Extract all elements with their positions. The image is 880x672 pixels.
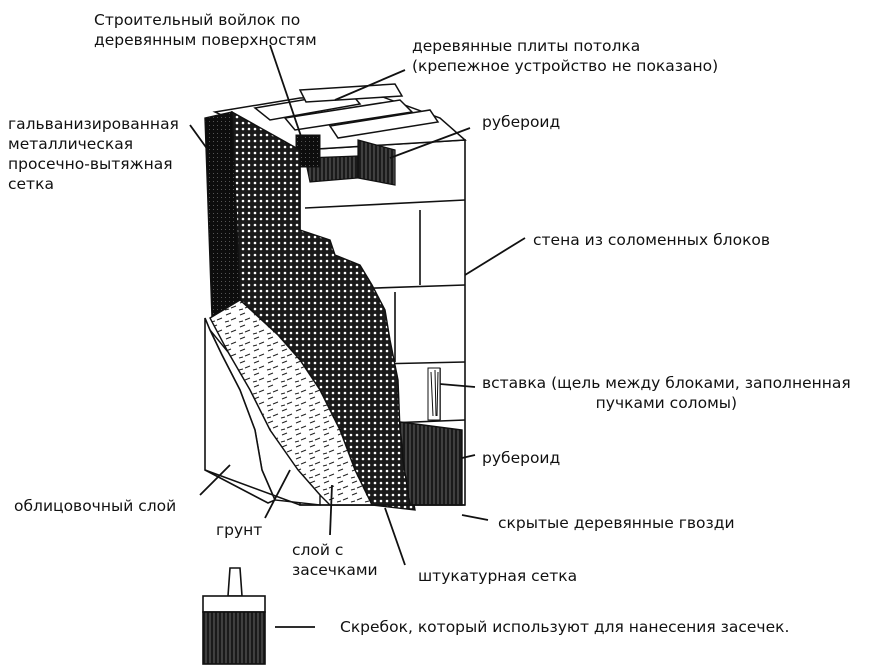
label-line: слой с — [292, 541, 344, 559]
label-line: сетка — [8, 175, 54, 193]
label-roofing-bottom: рубероид — [482, 449, 561, 467]
label-line: (крепежное устройство не показано) — [412, 57, 719, 75]
label-facing-layer: облицовочный слой — [14, 497, 177, 515]
label-plaster-mesh: штукатурная сетка — [418, 567, 578, 585]
scraper-tool-icon — [202, 567, 266, 665]
label-line: пучками соломы) — [595, 394, 738, 412]
label-line: Строительный войлок по — [94, 11, 301, 29]
label-scraper: Скребок, который используют для нанесени… — [340, 618, 790, 636]
label-line: металлическая — [8, 135, 134, 153]
label-line: засечками — [292, 561, 378, 579]
leader-lines — [189, 44, 526, 628]
roofing-strip-bottom — [399, 421, 463, 506]
label-line: просечно-вытяжная — [8, 155, 173, 173]
label-ceiling-boards: деревянные плиты потолка (крепежное устр… — [412, 36, 718, 76]
label-scratch-layer: слой с засечками — [292, 540, 378, 580]
label-galvanized-mesh: гальванизированная металлическая просечн… — [8, 114, 179, 194]
label-roofing-top: рубероид — [482, 113, 561, 131]
label-straw-wall: стена из соломенных блоков — [533, 231, 771, 249]
label-building-felt: Строительный войлок по деревянным поверх… — [94, 10, 317, 50]
label-line: деревянным поверхностям — [94, 31, 317, 49]
label-hidden-nails: скрытые деревянные гвозди — [498, 514, 735, 532]
label-line: деревянные плиты потолка — [412, 37, 641, 55]
label-line: гальванизированная — [8, 115, 179, 133]
label-insert: вставка (щель между блоками, заполненная… — [482, 373, 851, 413]
label-line: вставка (щель между блоками, заполненная — [482, 374, 851, 392]
facing-layer — [204, 317, 277, 504]
label-primer: грунт — [216, 521, 263, 539]
straw-insert-gap — [427, 367, 441, 421]
wall-base-line — [204, 469, 465, 506]
